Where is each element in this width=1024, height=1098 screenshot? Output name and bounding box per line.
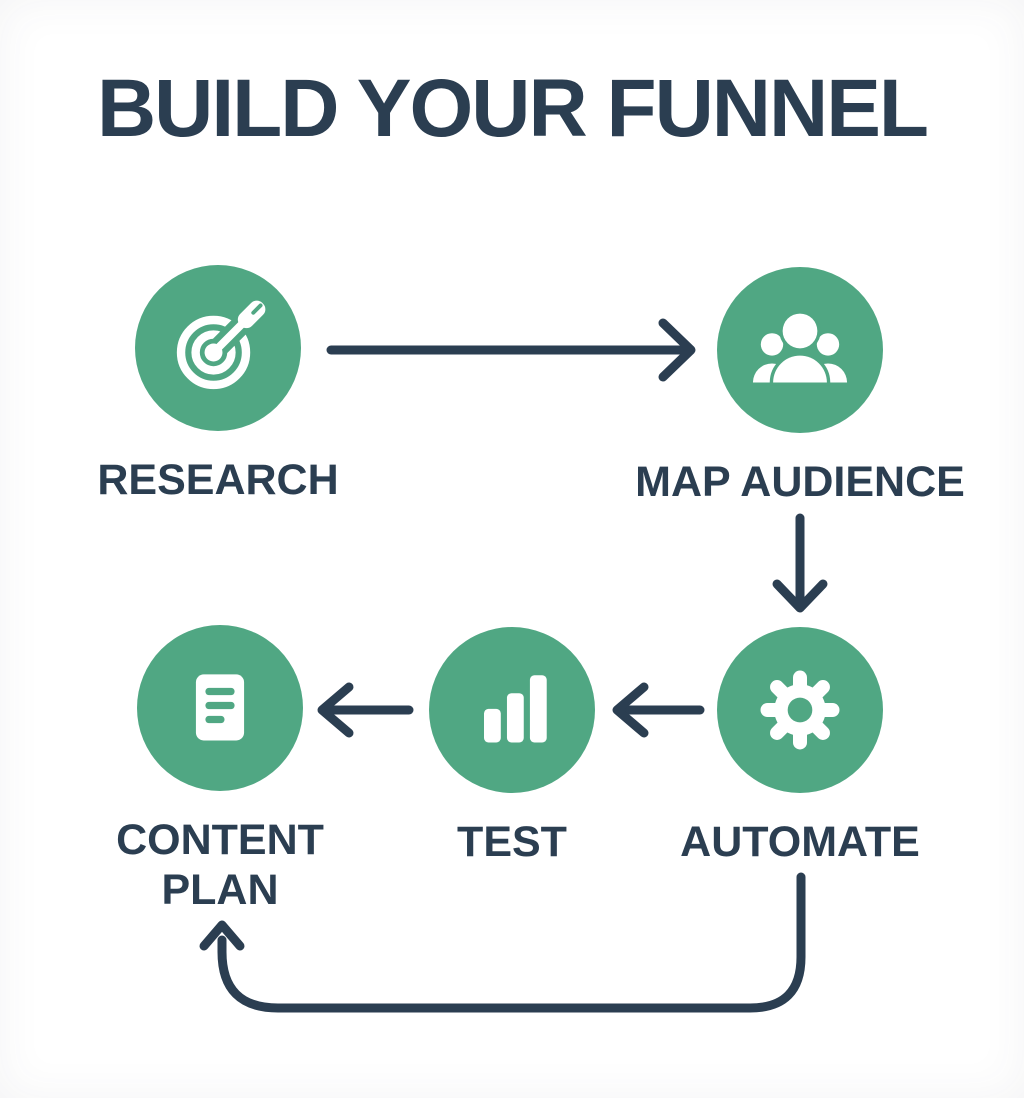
node-research: RESEARCH (68, 265, 368, 505)
node-automate: AUTOMATE (672, 627, 928, 867)
document-icon (195, 674, 245, 741)
node-label-content-plan: CONTENT PLAN (116, 816, 324, 915)
gear-icon (760, 670, 840, 750)
arrow-map-audience-to-automate (772, 513, 828, 613)
content-plan-circle (137, 625, 303, 791)
page-title: BUILD YOUR FUNNEL (96, 63, 929, 154)
node-label-research: RESEARCH (97, 456, 339, 504)
node-label-map-audience: MAP AUDIENCE (635, 458, 965, 506)
automate-circle (717, 627, 883, 793)
node-label-test: TEST (457, 818, 567, 866)
test-circle (429, 627, 595, 793)
people-group-icon (752, 310, 848, 386)
research-circle (135, 265, 301, 431)
node-test: TEST (392, 627, 632, 867)
node-content-plan: CONTENT PLAN (100, 625, 340, 916)
node-label-automate: AUTOMATE (680, 818, 920, 866)
map-audience-circle (717, 267, 883, 433)
target-icon (176, 297, 269, 390)
bar-chart-icon (484, 675, 547, 743)
node-map-audience: MAP AUDIENCE (617, 267, 983, 507)
